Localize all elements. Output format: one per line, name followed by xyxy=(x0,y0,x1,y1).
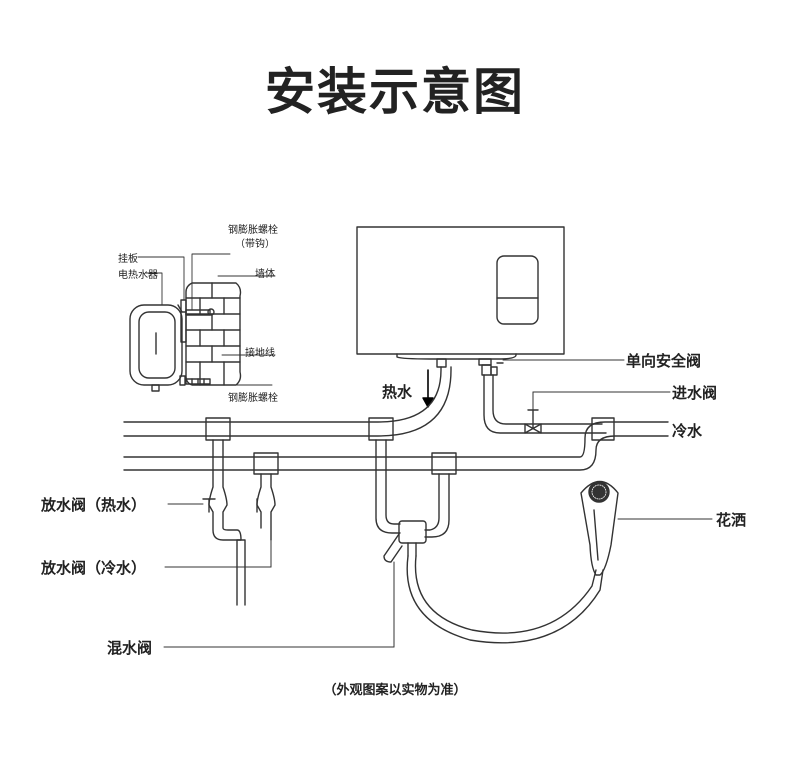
check-valve-label: 单向安全阀 xyxy=(626,352,702,370)
pipes xyxy=(123,366,669,606)
wall-label: 墙体 xyxy=(255,269,275,280)
hanger-label: 挂板 xyxy=(118,254,138,265)
mixer-valve xyxy=(383,520,427,563)
cold-tee-right xyxy=(591,417,615,441)
bolt-label: 钢膨胀螺栓 xyxy=(228,393,278,404)
control-panel xyxy=(496,255,539,325)
drain-cold-label: 放水阀（冷水） xyxy=(41,559,147,577)
inlet-valve xyxy=(524,423,542,434)
bolt-hook-label-line2: （带钩） xyxy=(235,239,275,250)
bottom-bolt xyxy=(179,375,211,386)
page-title: 安装示意图 xyxy=(265,63,525,121)
caption: （外观图案以实物为准） xyxy=(323,683,467,698)
hanger-plate xyxy=(180,299,187,343)
cold-tee-mid xyxy=(431,452,457,475)
hot-water-arrow xyxy=(422,369,434,408)
wall-bricks xyxy=(185,282,242,386)
hot-outlet-fitting xyxy=(436,358,447,368)
heater-label: 电热水器 xyxy=(118,270,158,281)
label-leaders xyxy=(163,359,713,648)
mixer-label: 混水阀 xyxy=(107,639,153,657)
heater-side-view xyxy=(129,304,183,392)
hot-tee-mid xyxy=(368,417,394,441)
hot-tee-left xyxy=(205,417,231,441)
check-valve-fitting xyxy=(478,358,504,376)
mounting-detail xyxy=(129,253,276,392)
heater-base xyxy=(396,353,517,360)
shower-label: 花洒 xyxy=(716,511,747,529)
bolt-hook-label-line1: 钢膨胀螺栓 xyxy=(228,225,278,236)
shower-hose xyxy=(406,555,604,644)
inlet-valve-label: 进水阀 xyxy=(672,384,718,402)
inset-leaders xyxy=(137,253,276,386)
ground-wire-label: 接地线 xyxy=(245,348,275,359)
drain-hot-label: 放水阀（热水） xyxy=(41,496,147,514)
hot-water-label: 热水 xyxy=(382,383,413,401)
cold-water-label: 冷水 xyxy=(672,422,703,440)
shower-head xyxy=(580,480,619,576)
cold-tee-left xyxy=(253,452,279,475)
bolt-with-hook xyxy=(177,304,215,316)
water-heater xyxy=(356,226,565,360)
